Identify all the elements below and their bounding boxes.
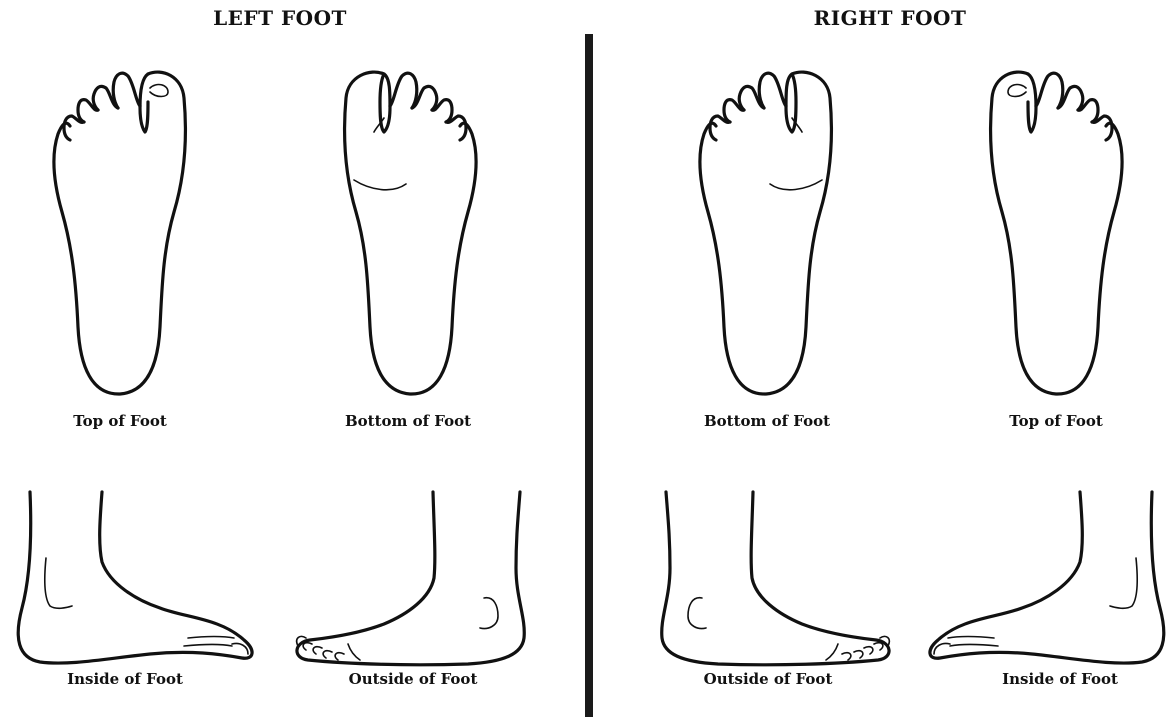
- left-outside-of-foot-caption: Outside of Foot: [313, 670, 513, 688]
- right-top-of-foot-caption: Top of Foot: [956, 412, 1156, 430]
- right-bottom-of-foot-caption: Bottom of Foot: [667, 412, 867, 430]
- right-outside-of-foot-drawing: [648, 488, 898, 673]
- left-outside-of-foot-drawing: [288, 488, 538, 673]
- left-foot-title: LEFT FOOT: [130, 6, 430, 30]
- right-inside-of-foot-caption: Inside of Foot: [960, 670, 1160, 688]
- right-inside-of-foot-drawing: [920, 488, 1170, 673]
- left-top-of-foot-caption: Top of Foot: [20, 412, 220, 430]
- left-top-of-foot-drawing: [50, 62, 190, 402]
- left-bottom-of-foot-drawing: [340, 62, 480, 402]
- left-bottom-of-foot-caption: Bottom of Foot: [308, 412, 508, 430]
- right-bottom-of-foot-drawing: [696, 62, 836, 402]
- left-inside-of-foot-caption: Inside of Foot: [25, 670, 225, 688]
- right-top-of-foot-drawing: [986, 62, 1126, 402]
- right-foot-title: RIGHT FOOT: [740, 6, 1040, 30]
- left-inside-of-foot-drawing: [10, 488, 260, 673]
- right-outside-of-foot-caption: Outside of Foot: [668, 670, 868, 688]
- center-divider: [585, 34, 593, 717]
